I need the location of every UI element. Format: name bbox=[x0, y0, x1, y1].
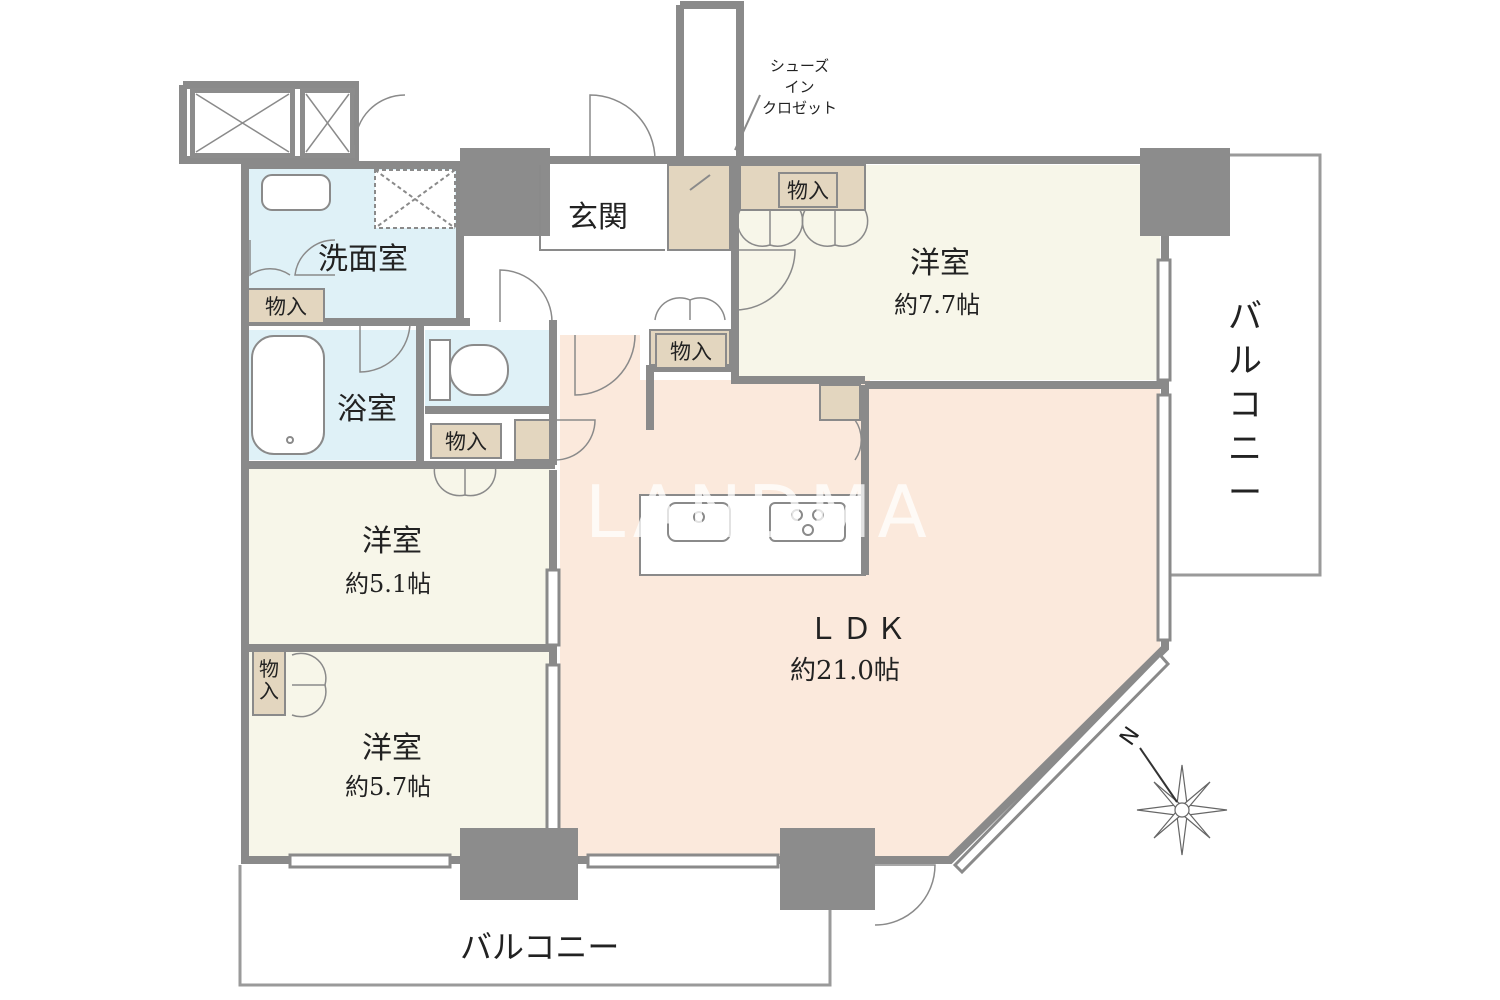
pillar-hatch bbox=[195, 93, 350, 153]
storage-tag-washroom: 物入 bbox=[247, 288, 325, 324]
windows bbox=[288, 258, 1172, 875]
ldk-floor bbox=[560, 335, 1160, 860]
balcony-bottom-label: バルコニー bbox=[460, 928, 620, 966]
storage-tag-char-2: 入 bbox=[259, 679, 279, 703]
storage-floor-3 bbox=[514, 419, 551, 461]
ldk-name: ＬＤＫ bbox=[808, 612, 910, 647]
bedroom3-area: 約5.7帖 bbox=[345, 773, 432, 801]
balcony-right-label: バ ル コ ニ ー bbox=[1225, 295, 1265, 515]
storage-tag-bedroom1: 物入 bbox=[778, 172, 838, 208]
bedroom2-name: 洋室 bbox=[362, 524, 422, 559]
balconies bbox=[238, 153, 1322, 987]
pillar-cross bbox=[195, 93, 350, 153]
bedroom1-area: 約7.7帖 bbox=[894, 291, 981, 319]
entrance-label: 玄関 bbox=[568, 200, 628, 235]
storage-tag-bedroom3: 物 入 bbox=[252, 650, 286, 716]
washroom-label: 洗面室 bbox=[318, 242, 408, 277]
shoes-closet-label: シューズ イン クロゼット bbox=[762, 56, 837, 119]
balcony-right-char-4: ニ bbox=[1228, 429, 1262, 469]
entrance-details bbox=[539, 94, 761, 251]
storage-tag-hall: 物入 bbox=[655, 333, 727, 369]
shoes-closet-floor bbox=[667, 164, 731, 251]
compass-icon bbox=[1136, 747, 1228, 856]
bedroom2-floor bbox=[245, 465, 550, 645]
shoes-closet-line-1: シューズ bbox=[769, 57, 830, 75]
storage-tag-char-1: 物 bbox=[259, 657, 279, 681]
fixtures bbox=[251, 169, 509, 455]
storage-tag-toilet: 物入 bbox=[430, 423, 502, 459]
bedroom3-name: 洋室 bbox=[362, 731, 422, 766]
bedroom2-area: 約5.1帖 bbox=[345, 570, 432, 598]
balcony-right-char-1: バ bbox=[1228, 297, 1262, 337]
bathroom-label: 浴室 bbox=[337, 392, 397, 427]
shoes-closet-line-2: イン bbox=[784, 78, 815, 96]
ldk-area: 約21.0帖 bbox=[790, 656, 900, 686]
balcony-right-char-5: ー bbox=[1228, 473, 1262, 513]
watermark: LANDMA bbox=[585, 470, 933, 554]
shoes-closet-line-3: クロゼット bbox=[762, 99, 838, 117]
balcony-right-char-3: コ bbox=[1228, 385, 1262, 425]
bedroom1-name: 洋室 bbox=[910, 246, 970, 281]
balcony-right-char-2: ル bbox=[1228, 341, 1262, 381]
storage-floor-4 bbox=[819, 384, 861, 421]
doors bbox=[249, 94, 936, 926]
